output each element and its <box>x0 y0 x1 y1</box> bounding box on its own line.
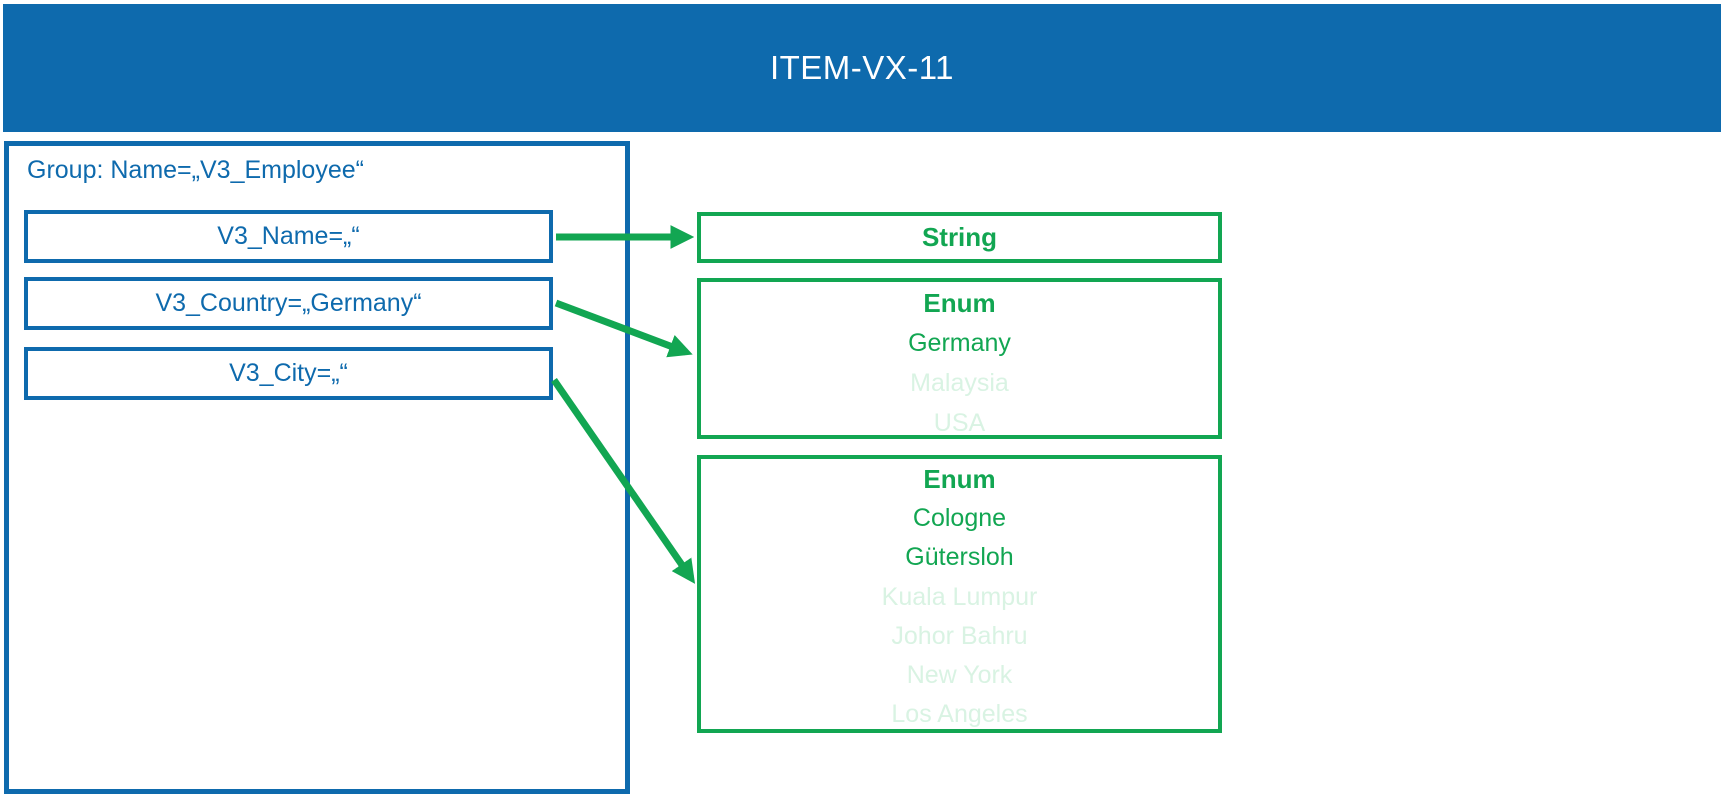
type-title-enum-city: Enum <box>923 464 996 494</box>
field-box-v3-country: V3_Country=„Germany“ <box>24 277 553 330</box>
enum-item-guetersloh: Gütersloh <box>905 543 1014 572</box>
enum-item-cologne: Cologne <box>912 504 1007 533</box>
type-title-string: String <box>921 222 998 252</box>
enum-item-malaysia: Malaysia <box>910 369 1009 397</box>
enum-item-usa: USA <box>933 409 986 437</box>
enum-item-johor-bahru: Johor Bahru <box>891 621 1028 650</box>
enum-item-germany: Germany <box>908 329 1011 357</box>
enum-item-los-angeles: Los Angeles <box>891 700 1028 729</box>
field-box-v3-city: V3_City=„“ <box>24 347 553 400</box>
enum-item-new-york: New York <box>906 661 1013 690</box>
group-label: Group: Name=„V3_Employee“ <box>27 156 364 184</box>
title-bar: ITEM-VX-11 <box>3 4 1721 132</box>
type-box-enum-country: Enum Germany Malaysia USA <box>697 278 1222 439</box>
field-label-v3-name: V3_Name=„“ <box>217 222 360 250</box>
enum-item-kuala-lumpur: Kuala Lumpur <box>881 582 1038 611</box>
type-title-enum-country: Enum <box>923 288 996 318</box>
field-label-v3-city: V3_City=„“ <box>229 359 348 387</box>
field-label-v3-country: V3_Country=„Germany“ <box>155 289 422 317</box>
field-box-v3-name: V3_Name=„“ <box>24 210 553 263</box>
page-title: ITEM-VX-11 <box>769 49 955 86</box>
type-box-string: String <box>697 212 1222 263</box>
type-box-enum-city: Enum Cologne Gütersloh Kuala Lumpur Joho… <box>697 455 1222 733</box>
